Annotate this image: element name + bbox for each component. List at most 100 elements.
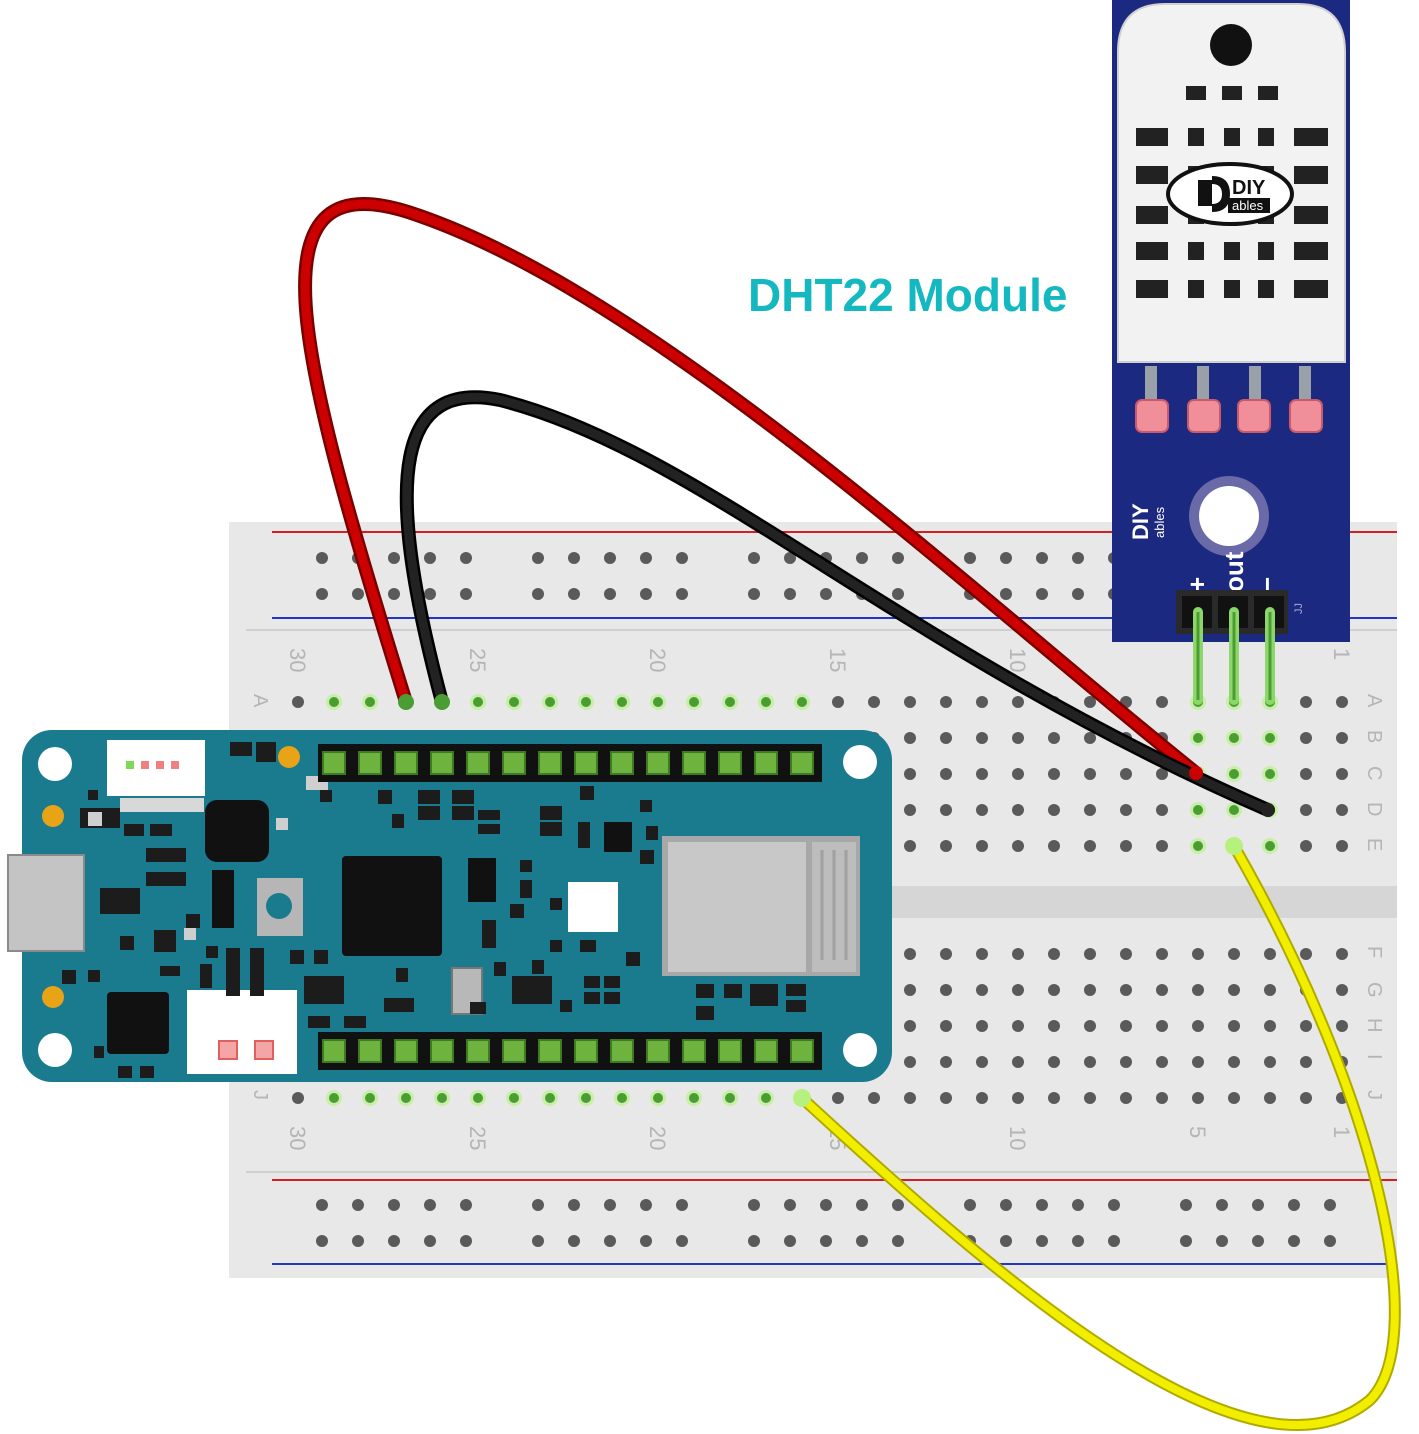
- rail-hole: [1000, 588, 1012, 600]
- header-pin: [538, 751, 562, 775]
- smd-component: [146, 848, 186, 862]
- breadboard-hole: [1228, 948, 1240, 960]
- smd-component: [520, 880, 532, 898]
- header-pin: [574, 1039, 598, 1063]
- logo-text-main: DIY: [1232, 177, 1266, 199]
- rail-hole: [1036, 588, 1048, 600]
- rail-hole: [892, 1235, 904, 1247]
- rail-hole: [784, 552, 796, 564]
- breadboard-hole: [1336, 840, 1348, 852]
- row-letter-c-right: C: [1363, 766, 1385, 780]
- mounting-hole: [38, 1033, 72, 1067]
- smd-component: [88, 970, 100, 982]
- rail-hole: [1288, 1235, 1300, 1247]
- rail-hole: [352, 1199, 364, 1211]
- diyables-logo: DIY ables: [1166, 162, 1294, 226]
- smd-component: [184, 928, 196, 940]
- smd-component: [226, 948, 240, 996]
- breadboard-hole: [976, 732, 988, 744]
- col-number-top: 10: [1005, 648, 1030, 672]
- smd-component: [584, 992, 600, 1004]
- smd-component: [140, 1066, 154, 1078]
- vent-slot: [1294, 242, 1328, 260]
- breadboard-hole: [1300, 696, 1312, 708]
- smd-component: [384, 998, 414, 1012]
- breadboard-hole: [292, 1092, 304, 1104]
- breadboard-hole: [1300, 1020, 1312, 1032]
- breadboard-hole: [1300, 948, 1312, 960]
- breadboard-hole: [1084, 1020, 1096, 1032]
- rail-hole: [1036, 1199, 1048, 1211]
- breadboard-hole-active: [473, 697, 483, 707]
- breadboard-hole-active: [365, 1093, 375, 1103]
- rail-hole: [1108, 1235, 1120, 1247]
- rail-hole: [1000, 1199, 1012, 1211]
- smd-component: [124, 824, 144, 836]
- breadboard-hole-active: [761, 1093, 771, 1103]
- smd-component: [724, 984, 742, 998]
- breadboard-hole: [1012, 948, 1024, 960]
- rail-hole: [676, 588, 688, 600]
- breadboard-hole: [1192, 1020, 1204, 1032]
- smd-component: [696, 1006, 714, 1020]
- rail-hole: [388, 588, 400, 600]
- rail-hole: [676, 1235, 688, 1247]
- col-number-bottom: 25: [465, 1126, 490, 1150]
- smd-component: [94, 1046, 104, 1058]
- wire-end: [1261, 803, 1275, 817]
- breadboard-hole: [976, 804, 988, 816]
- header-pin: [466, 751, 490, 775]
- breadboard-hole: [1048, 1056, 1060, 1068]
- rail-hole: [316, 1199, 328, 1211]
- breadboard-hole: [1012, 840, 1024, 852]
- rail-hole: [1324, 1235, 1336, 1247]
- vent-slot: [1224, 280, 1240, 298]
- breadboard-hole: [1264, 1092, 1276, 1104]
- rail-hole: [856, 1235, 868, 1247]
- power-wire: [300, 199, 1201, 778]
- sensor-legs: [1145, 366, 1311, 402]
- pin-label-out: out: [1219, 551, 1249, 592]
- rail-hole: [1216, 1199, 1228, 1211]
- gold-pad: [278, 746, 300, 768]
- header-pin: [502, 751, 526, 775]
- breadboard-hole: [1012, 768, 1024, 780]
- rail-hole: [640, 588, 652, 600]
- breadboard-hole-active: [689, 697, 699, 707]
- col-number-bottom: 1: [1329, 1126, 1354, 1138]
- col-number-top: 20: [645, 648, 670, 672]
- breadboard-hole: [1228, 1092, 1240, 1104]
- microcontroller-chip: [342, 856, 442, 956]
- rail-hole: [352, 588, 364, 600]
- vent-slot: [1258, 86, 1278, 100]
- rail-hole: [532, 588, 544, 600]
- vent-slot: [1136, 206, 1168, 224]
- breadboard-hole: [1084, 1056, 1096, 1068]
- breadboard-hole: [1048, 840, 1060, 852]
- breadboard-hole: [1120, 948, 1132, 960]
- rail-hole: [784, 588, 796, 600]
- smd-component: [186, 914, 200, 928]
- breadboard-hole: [1048, 1092, 1060, 1104]
- breadboard-hole: [1048, 984, 1060, 996]
- breadboard-hole: [1156, 984, 1168, 996]
- breadboard-hole: [1012, 1092, 1024, 1104]
- breadboard-hole-active: [1265, 733, 1275, 743]
- solder-pads: [1135, 399, 1323, 433]
- breadboard-hole: [940, 768, 952, 780]
- header-strip: [318, 744, 822, 782]
- rgb-led: [568, 882, 618, 932]
- breadboard-hole-active: [1229, 769, 1239, 779]
- mounting-hole: [843, 1033, 877, 1067]
- breadboard-hole: [1264, 984, 1276, 996]
- breadboard-hole: [1120, 984, 1132, 996]
- header-pin: [718, 1039, 742, 1063]
- rail-hole: [1108, 1199, 1120, 1211]
- breadboard-hole: [1228, 1020, 1240, 1032]
- rail-hole: [640, 1199, 652, 1211]
- breadboard-hole: [292, 696, 304, 708]
- header-pin: [646, 1039, 670, 1063]
- smd-component: [540, 822, 562, 836]
- smd-component: [494, 962, 506, 976]
- vent-slot: [1224, 242, 1240, 260]
